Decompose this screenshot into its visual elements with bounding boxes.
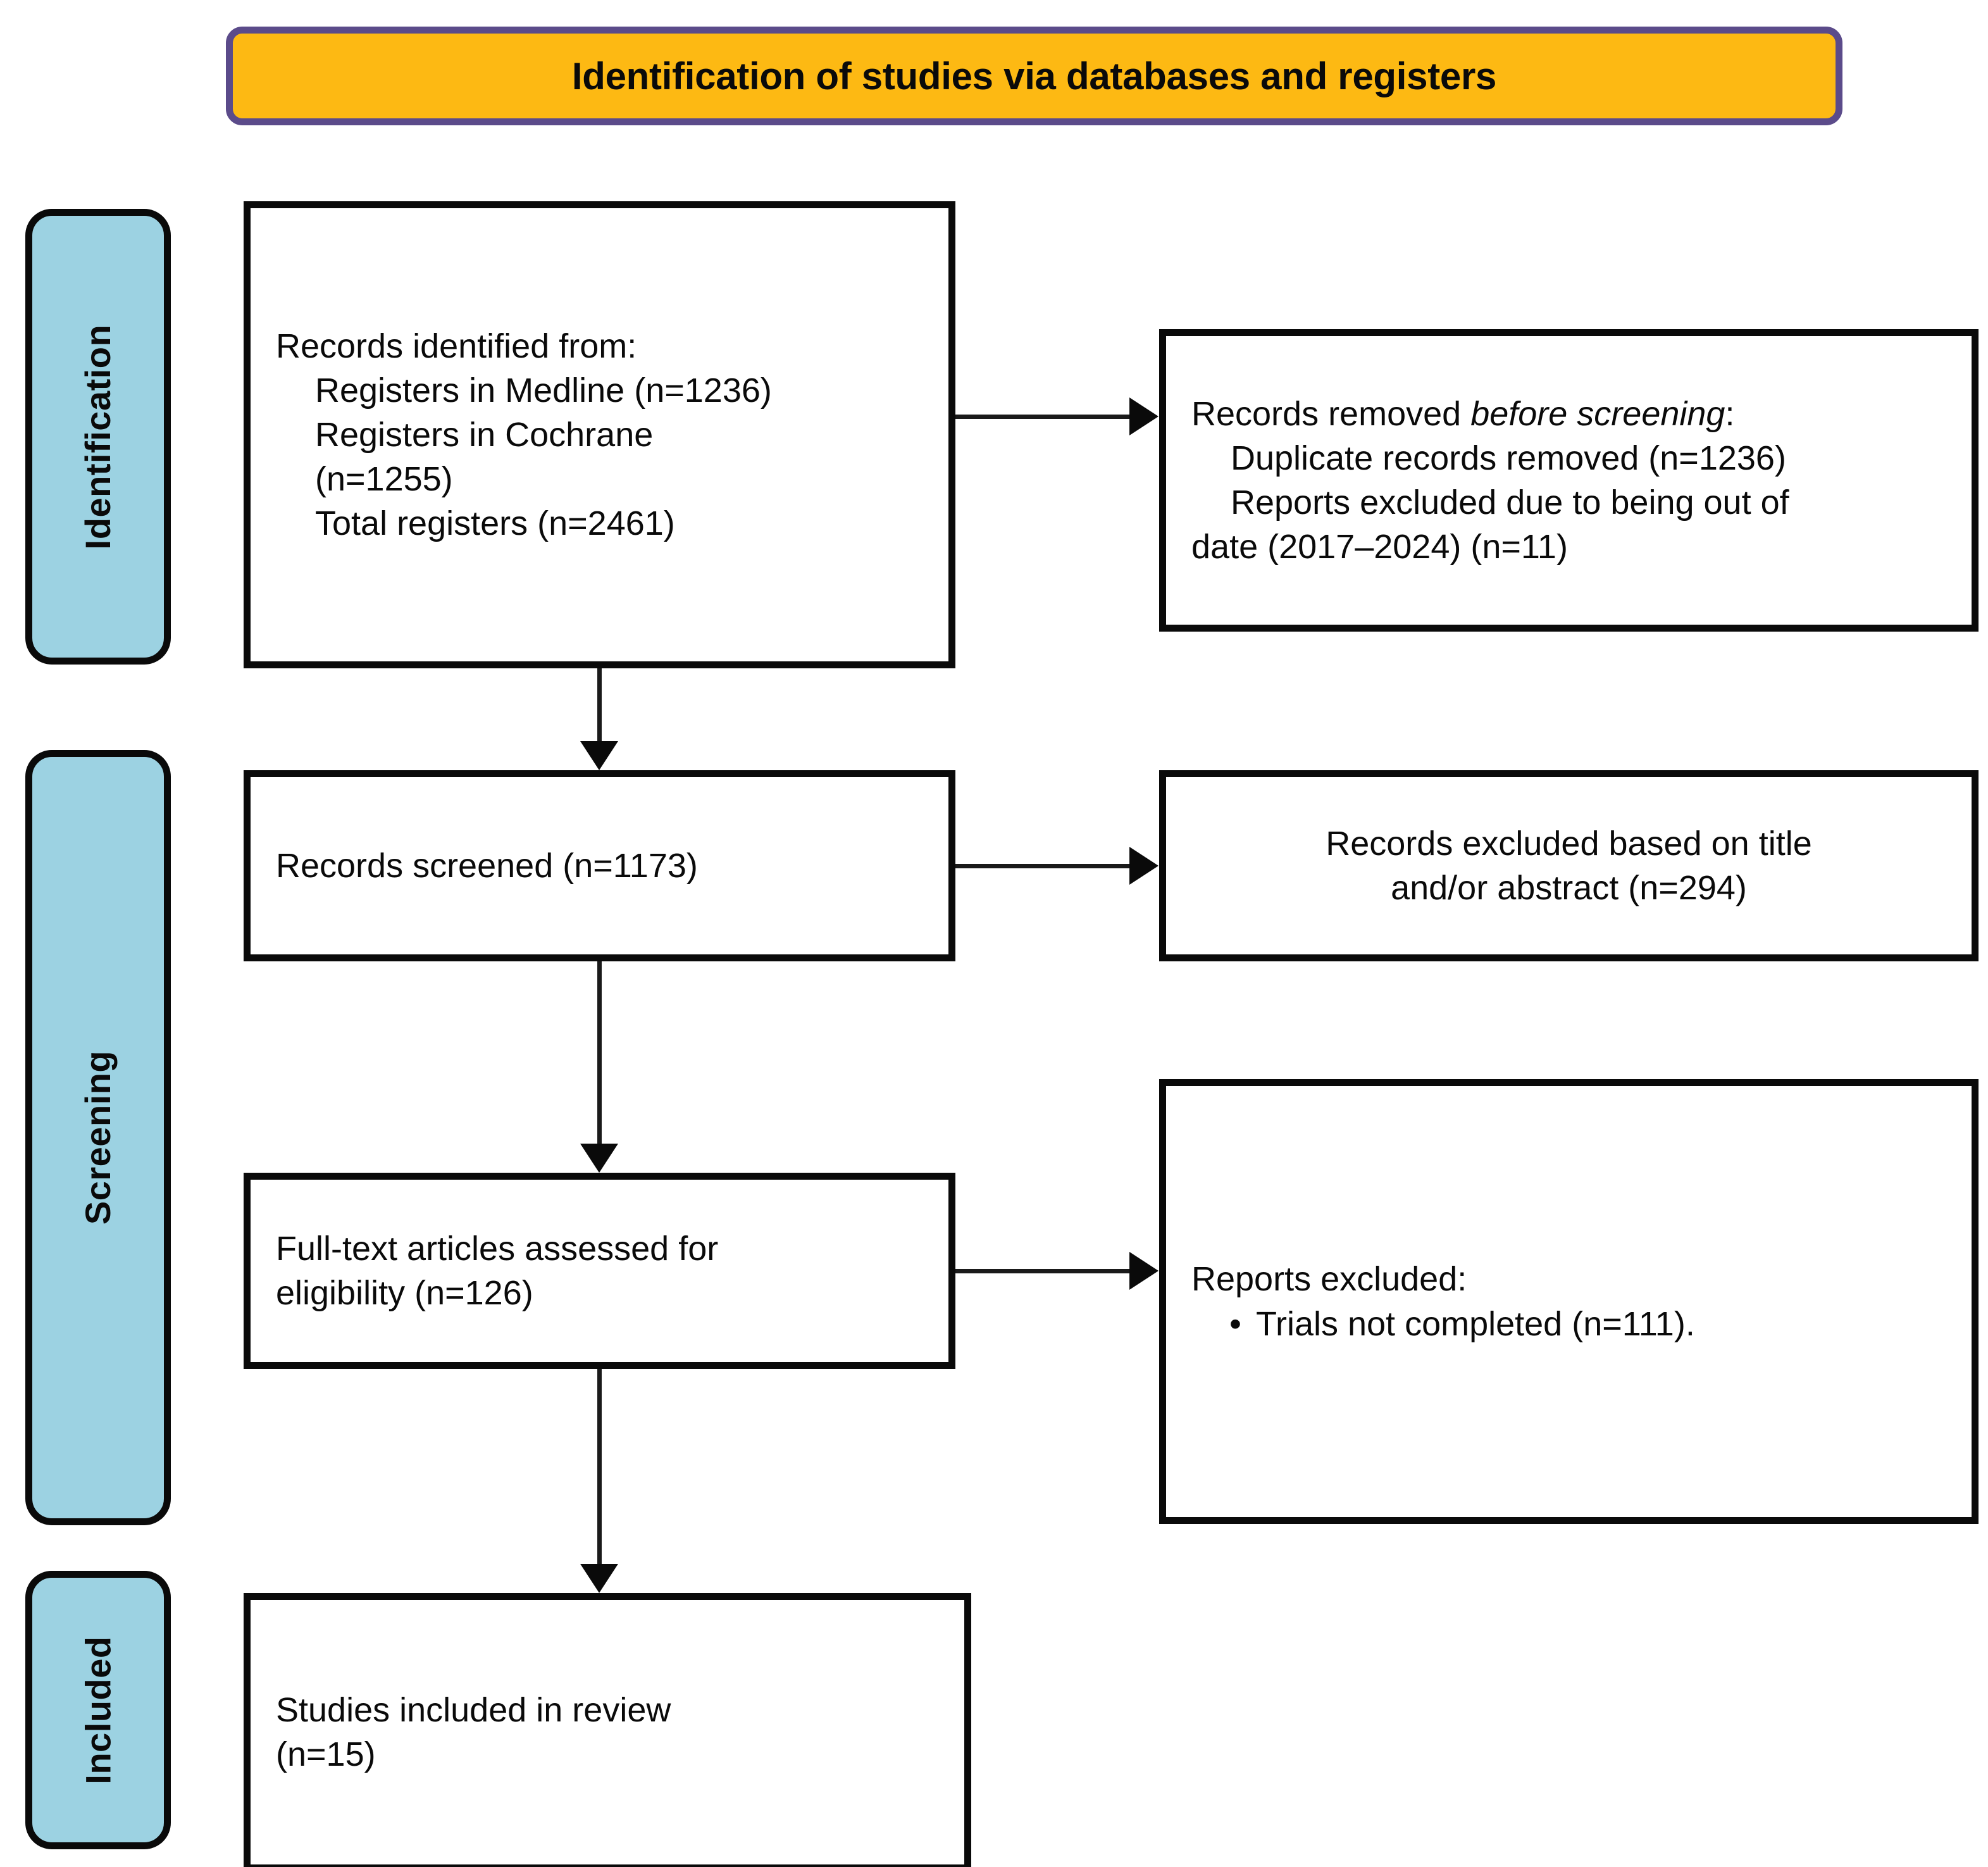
reports-excluded-title: Reports excluded: bbox=[1191, 1260, 1467, 1299]
records-removed-outofdate-line2: date (2017–2024) (n=11) bbox=[1191, 528, 1568, 566]
box-reports-excluded: Reports excluded: • Trials not completed… bbox=[1159, 1079, 1979, 1524]
records-excluded-line2: and/or abstract (n=294) bbox=[1391, 869, 1747, 907]
arrowhead-screened-to-excluded bbox=[1129, 847, 1159, 885]
records-screened-text: Records screened (n=1173) bbox=[276, 846, 698, 885]
arrowhead-identified-to-removed bbox=[1129, 397, 1159, 435]
box-studies-included: Studies included in review (n=15) bbox=[244, 1593, 971, 1867]
box-records-excluded-title-abstract: Records excluded based on title and/or a… bbox=[1159, 770, 1979, 961]
arrowhead-fulltext-to-reports-excluded bbox=[1129, 1252, 1159, 1290]
records-identified-medline: Registers in Medline (n=1236) bbox=[315, 371, 772, 409]
stage-tab-included: Included bbox=[25, 1571, 171, 1849]
arrowhead-identified-to-screened bbox=[580, 741, 618, 770]
reports-excluded-bullet-item: • Trials not completed (n=111). bbox=[1191, 1302, 1946, 1346]
box-records-identified: Records identified from: Registers in Me… bbox=[244, 201, 955, 668]
fulltext-assessed-line2: eligibility (n=126) bbox=[276, 1274, 533, 1312]
records-removed-title-plain: Records removed bbox=[1191, 394, 1471, 433]
stage-tab-screening-label: Screening bbox=[78, 1050, 118, 1225]
connector-identified-to-screened bbox=[597, 668, 602, 741]
records-identified-title: Records identified from: bbox=[276, 327, 637, 365]
connector-fulltext-to-included bbox=[597, 1369, 602, 1564]
box-records-removed-before-screening: Records removed before screening: Duplic… bbox=[1159, 329, 1979, 632]
records-identified-cochrane-count: (n=1255) bbox=[315, 460, 453, 499]
connector-screened-to-excluded bbox=[955, 864, 1129, 868]
box-records-screened: Records screened (n=1173) bbox=[244, 770, 955, 961]
records-removed-title-colon: : bbox=[1725, 394, 1735, 433]
records-identified-total: Total registers (n=2461) bbox=[315, 504, 675, 543]
studies-included-line2: (n=15) bbox=[276, 1735, 376, 1773]
stage-tab-identification: Identification bbox=[25, 209, 171, 665]
diagram-header-banner: Identification of studies via databases … bbox=[226, 27, 1842, 125]
arrowhead-fulltext-to-included bbox=[580, 1564, 618, 1593]
stage-tab-screening: Screening bbox=[25, 750, 171, 1525]
reports-excluded-bullet-text: Trials not completed (n=111). bbox=[1256, 1304, 1695, 1343]
records-identified-cochrane: Registers in Cochrane bbox=[315, 415, 654, 454]
records-excluded-line1: Records excluded based on title bbox=[1326, 824, 1812, 863]
bullet-icon: • bbox=[1229, 1304, 1241, 1343]
connector-identified-to-removed bbox=[955, 415, 1129, 419]
fulltext-assessed-line1: Full-text articles assessed for bbox=[276, 1229, 719, 1268]
connector-fulltext-to-reports-excluded bbox=[955, 1269, 1129, 1273]
records-removed-title-italic: before screening bbox=[1470, 394, 1725, 433]
records-removed-title: Records removed before screening: bbox=[1191, 392, 1946, 436]
page-title: Identification of studies via databases … bbox=[571, 54, 1497, 97]
records-removed-outofdate-line1: Reports excluded due to being out of bbox=[1231, 484, 1789, 521]
connector-screened-to-fulltext bbox=[597, 961, 602, 1144]
studies-included-line1: Studies included in review bbox=[276, 1690, 671, 1729]
stage-tab-included-label: Included bbox=[78, 1635, 118, 1785]
box-fulltext-assessed: Full-text articles assessed for eligibil… bbox=[244, 1173, 955, 1369]
arrowhead-screened-to-fulltext bbox=[580, 1144, 618, 1173]
stage-tab-identification-label: Identification bbox=[78, 324, 118, 549]
records-removed-duplicates: Duplicate records removed (n=1236) bbox=[1231, 439, 1786, 477]
